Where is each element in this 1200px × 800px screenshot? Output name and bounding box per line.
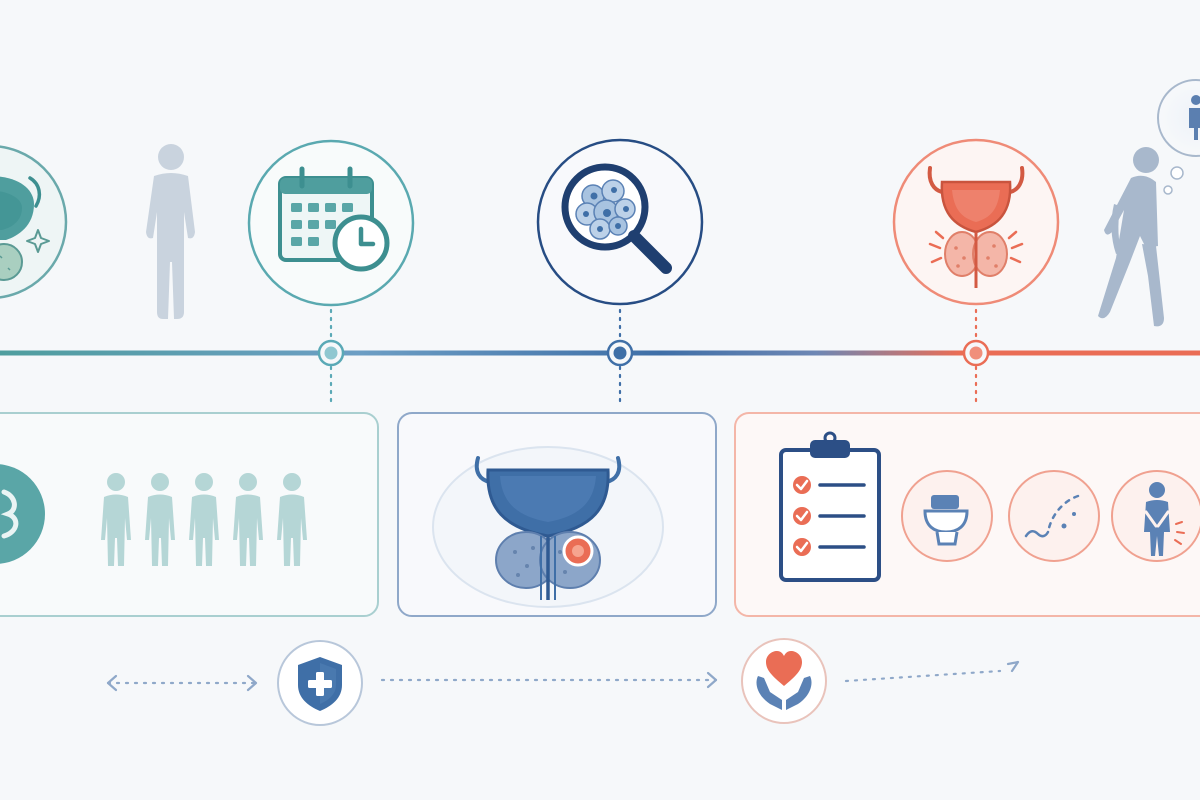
- shield-cross-icon: [277, 640, 363, 726]
- panel-symptoms: [734, 412, 1200, 617]
- people-group-icon: [101, 473, 307, 566]
- toilet-sign-icon: [1189, 95, 1200, 140]
- timeline-connectors: [329, 308, 978, 409]
- standing-person-icon: [146, 144, 195, 319]
- inflamed-prostate-icon: [892, 138, 1060, 306]
- magnifier-cells-icon: [536, 138, 704, 306]
- bottom-flow: [106, 638, 1020, 726]
- sparkle-icon: [26, 229, 50, 253]
- panel-prostate-tumor: [397, 412, 717, 617]
- timeline-node-1: [317, 339, 345, 367]
- toilet-icon: [901, 470, 993, 562]
- checklist-clipboard-icon: [779, 431, 881, 582]
- thought-bubble: [1157, 79, 1200, 195]
- panel-risk-population: [0, 412, 379, 617]
- walking-man-icon: [1098, 147, 1164, 327]
- dotted-arrow-left: [106, 674, 258, 692]
- prostate-icon-teal: [0, 145, 68, 299]
- timeline-node-2: [606, 339, 634, 367]
- heart-hands-icon: [741, 638, 827, 724]
- timeline: [0, 308, 1200, 409]
- calendar-clock-icon: [247, 139, 415, 307]
- prostate-tumor-icon: [474, 456, 622, 600]
- timeline-node-3: [962, 339, 990, 367]
- teal-circle-icon: [0, 464, 45, 564]
- dotted-arrow-right: [844, 660, 1020, 683]
- cell-cluster: [575, 179, 636, 240]
- urgency-person-icon: [1111, 470, 1200, 562]
- urine-stream-icon: [1008, 470, 1100, 562]
- dotted-arrow-middle: [380, 671, 718, 689]
